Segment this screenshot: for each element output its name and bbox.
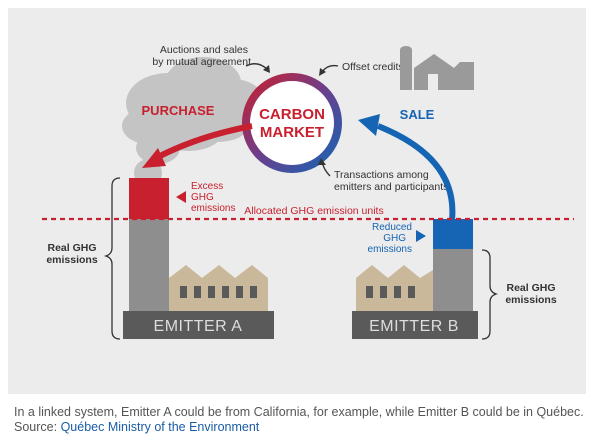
excess-label-3: emissions [191,203,235,214]
carbon-market-circle: CARBON MARKET [242,73,342,173]
reduced-label-2: GHG [383,233,406,244]
excess-arrow-icon [176,191,186,203]
caption-text: In a linked system, Emitter A could be f… [14,405,584,419]
purchase-label: PURCHASE [142,103,215,118]
carbon-market-diagram: CARBON MARKET Auctions and sales by mutu… [42,44,574,340]
carbon-market-title-2: MARKET [260,124,324,141]
infographic-panel: CARBON MARKET Auctions and sales by mutu… [8,8,586,394]
transactions-label-2: emitters and participants [334,181,448,193]
emitter-a-excess-bar [129,178,169,219]
sale-label: SALE [400,107,435,122]
right-brace-icon [481,249,499,340]
sale-arrow-icon [358,114,456,221]
emitter-b-reduced-bar [433,219,473,249]
real-emissions-left-2: emissions [46,254,98,266]
transactions-arrowhead-icon [318,158,326,165]
caption-source: Source: Québec Ministry of the Environme… [14,420,584,435]
reduced-arrow-icon [416,230,426,242]
offset-arrowhead-icon [319,68,326,76]
carbon-market-title-1: CARBON [259,106,325,123]
real-emissions-right-1: Real GHG [506,282,555,294]
emitter-a-label: EMITTER A [154,318,243,335]
left-brace-icon [103,177,121,340]
source-label: Source: [14,420,61,434]
real-emissions-right-2: emissions [505,294,557,306]
auctions-label-2: by mutual agreement [152,56,251,68]
farm-barn-icon [400,46,474,90]
figure-caption: In a linked system, Emitter A could be f… [14,405,584,435]
emitter-b-stack [433,249,473,311]
excess-label-2: GHG [191,192,214,203]
real-emissions-left-1: Real GHG [47,242,96,254]
transactions-label-1: Transactions among [334,169,429,181]
emitter-a-factory [123,265,274,339]
emitter-a-stack [129,219,169,311]
offset-credits-label: Offset credits [342,61,404,73]
auctions-arrowhead-icon [263,65,270,73]
purchase-arrow-icon [142,123,253,168]
allocated-units-label: Allocated GHG emission units [244,205,383,217]
reduced-label-1: Reduced [372,222,412,233]
source-link[interactable]: Québec Ministry of the Environment [60,420,260,434]
emitter-b-factory [352,265,478,339]
reduced-label-3: emissions [368,244,412,255]
auctions-label-1: Auctions and sales [160,44,248,56]
excess-label-1: Excess [191,181,223,192]
emitter-b-label: EMITTER B [369,318,459,335]
